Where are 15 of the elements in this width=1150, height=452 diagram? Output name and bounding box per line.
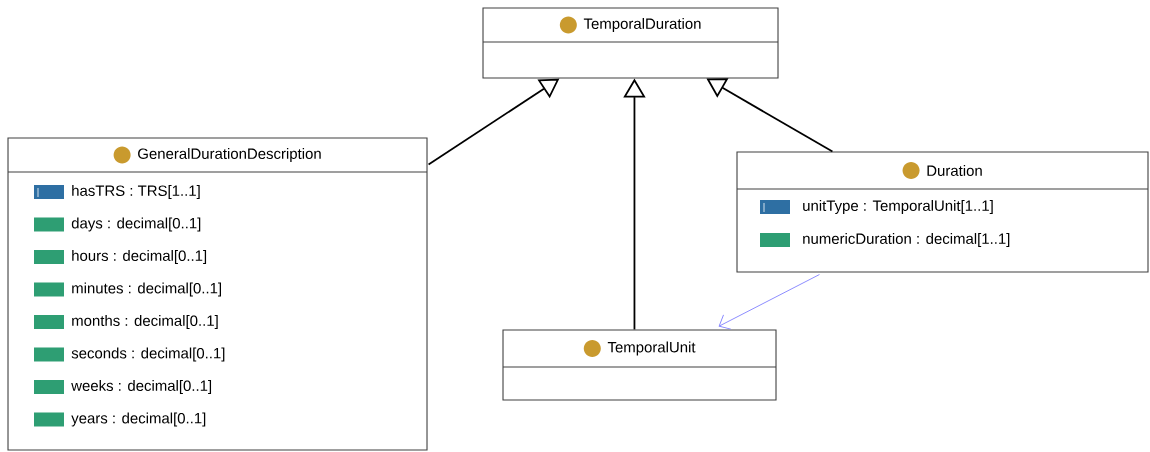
class-name: GeneralDurationDescription <box>138 148 321 162</box>
attribute-text: hours : decimal[0..1] <box>72 250 207 264</box>
attribute-text: hasTRS : TRS[1..1] <box>72 185 200 199</box>
attribute-text: days : decimal[0..1] <box>71 217 201 232</box>
attribute-text: years : decimal[0..1] <box>71 412 206 427</box>
attribute-text: numericDuration : decimal[1..1] <box>803 233 1010 247</box>
class-name: Duration <box>927 165 982 176</box>
attribute-text: minutes : decimal[0..1] <box>72 282 221 297</box>
attribute-text: unitType : TemporalUnit[1..1] <box>803 200 993 214</box>
arrow <box>718 274 820 330</box>
class-name: TemporalDuration <box>583 18 701 32</box>
attribute-text: months : decimal[0..1] <box>72 315 218 329</box>
attribute-text: seconds : decimal[0..1] <box>71 347 225 362</box>
attribute-text: weeks : decimal[0..1] <box>71 380 212 394</box>
class-name: TemporalUnit <box>607 341 696 356</box>
